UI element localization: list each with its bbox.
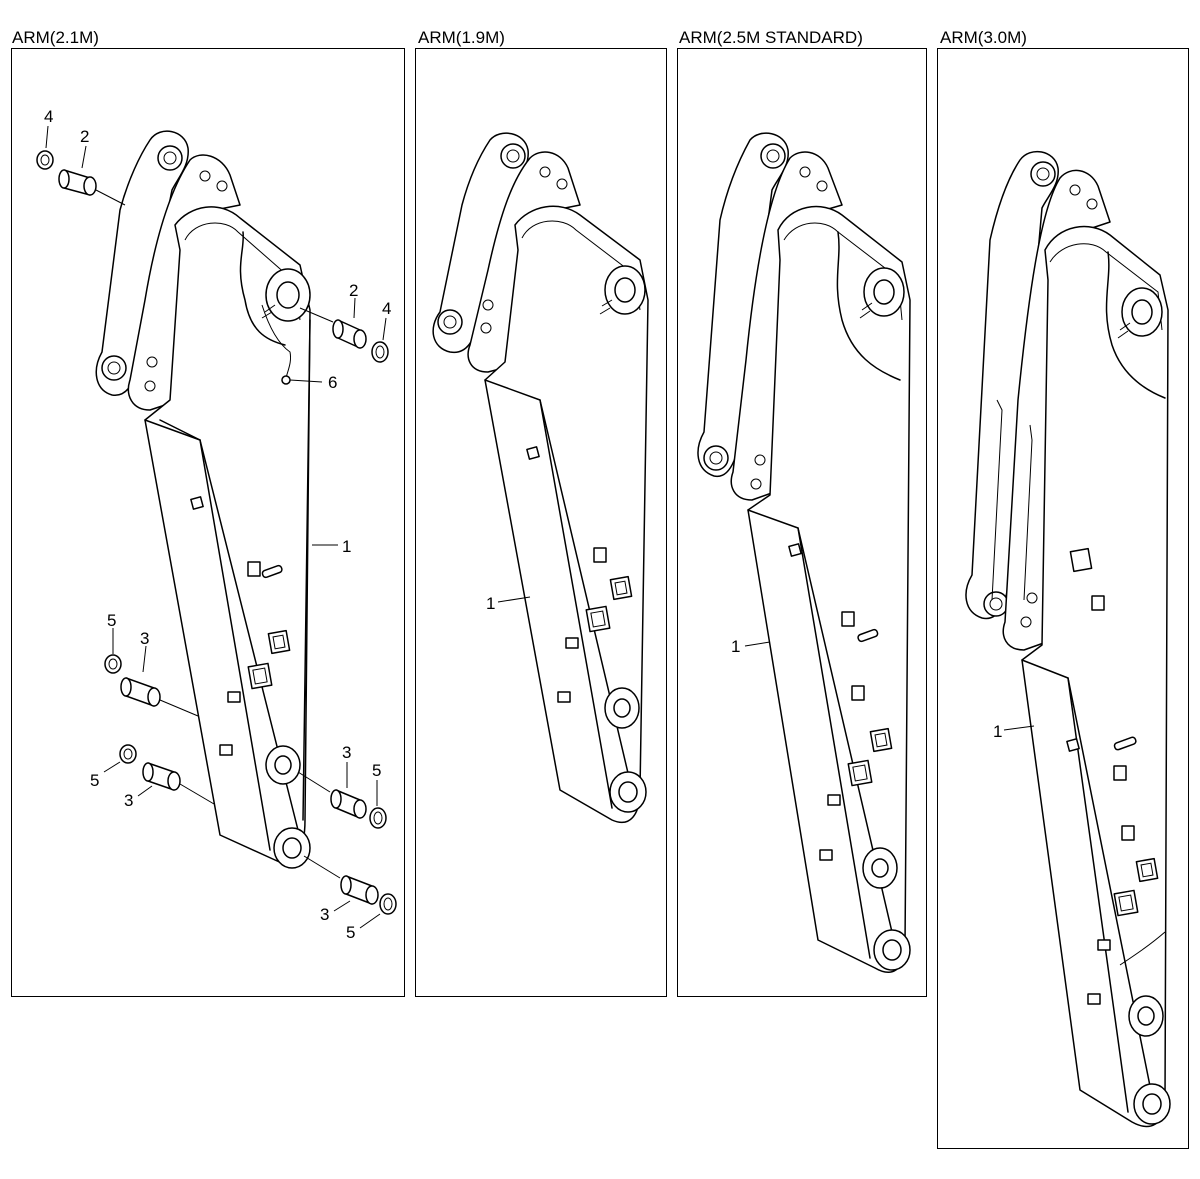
panel-frame-arm-3-0m <box>937 48 1189 1149</box>
panel-title-arm-1-9m: ARM(1.9M) <box>418 28 505 47</box>
part-label-3: 3 <box>342 743 351 762</box>
part-label-2: 2 <box>349 281 358 300</box>
part-label-3: 3 <box>124 791 133 810</box>
panel-frame-arm-2-1m <box>11 48 405 997</box>
arm-drawing-2-1m <box>95 130 311 869</box>
part-label-4: 4 <box>44 107 53 126</box>
panel-frame-arm-1-9m <box>415 48 667 997</box>
part-label-1: 1 <box>993 722 1002 741</box>
panel-title-arm-2-5m-standard: ARM(2.5M STANDARD) <box>679 28 863 47</box>
arm-drawing-1-9m <box>432 132 649 823</box>
part-label-2: 2 <box>80 127 89 146</box>
part-label-5: 5 <box>107 611 116 630</box>
panel-frame-arm-2-5m-standard <box>677 48 927 997</box>
part-label-3: 3 <box>140 629 149 648</box>
part-label-1: 1 <box>731 637 740 656</box>
arm-drawing-2-5m-standard <box>697 132 911 973</box>
part-label-5: 5 <box>346 923 355 942</box>
part-label-3: 3 <box>320 905 329 924</box>
part-label-1: 1 <box>486 594 495 613</box>
part-label-6: 6 <box>328 373 337 392</box>
part-label-1: 1 <box>342 537 351 556</box>
panel-title-arm-2-1m: ARM(2.1M) <box>12 28 99 47</box>
exploded-parts-2-1m <box>36 125 397 929</box>
panel-title-arm-3-0m: ARM(3.0M) <box>940 28 1027 47</box>
part-label-5: 5 <box>372 761 381 780</box>
part-label-4: 4 <box>382 299 391 318</box>
arm-drawing-3-0m <box>965 150 1171 1128</box>
part-label-5: 5 <box>90 771 99 790</box>
